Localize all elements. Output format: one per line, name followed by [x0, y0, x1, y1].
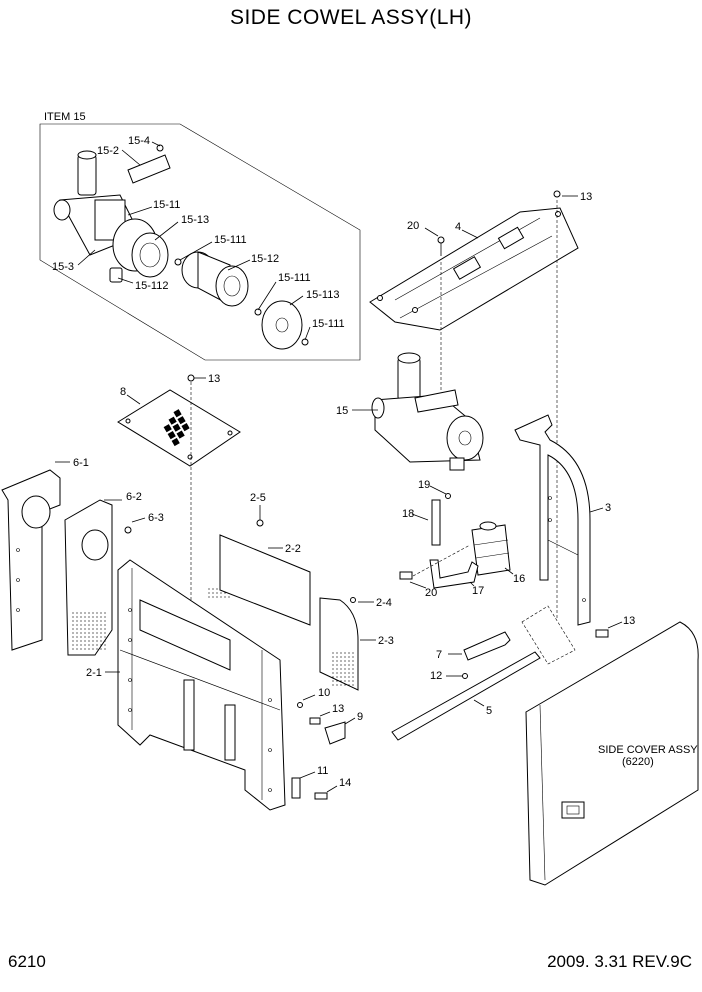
- callout-5: 5: [486, 705, 492, 717]
- callout-16: 16: [513, 573, 525, 585]
- callout-9: 9: [357, 711, 363, 723]
- panel-2-1: [117, 559, 286, 811]
- side-cover-ref: (6220): [622, 756, 654, 768]
- callout-20-b: 20: [425, 587, 437, 599]
- revision-date: 2009. 3.31 REV.9C: [547, 952, 692, 971]
- callout-11: 11: [317, 765, 328, 777]
- callout-20-a: 20: [407, 220, 419, 232]
- side-cover-title: SIDE COVER ASSY: [598, 744, 698, 756]
- callout-8: 8: [120, 386, 126, 398]
- side-cover-assy: SIDE COVER ASSY (6220): [525, 621, 699, 886]
- callout-19: 19: [418, 479, 430, 491]
- callout-7: 7: [436, 649, 442, 661]
- panel-2-2: [219, 534, 311, 626]
- callout-15-13: 15-13: [181, 214, 209, 226]
- inset-bracket: [127, 154, 171, 184]
- inset-cap: [109, 267, 123, 283]
- callout-3: 3: [605, 502, 611, 514]
- callout-2-5: 2-5: [250, 492, 266, 504]
- panel-6-2: [64, 499, 113, 656]
- callout-13-c: 13: [623, 615, 635, 627]
- callout-13-a: 13: [580, 191, 592, 203]
- callout-15-12: 15-12: [251, 253, 279, 265]
- callout-15-111-c: 15-111: [312, 318, 345, 330]
- page-title: SIDE COWEL ASSY(LH): [229, 6, 473, 29]
- bracket-4: [369, 207, 579, 331]
- callout-2-3: 2-3: [378, 635, 394, 647]
- callout-15-2: 15-2: [97, 145, 119, 157]
- callout-13-d: 13: [332, 703, 344, 715]
- tank-16: [471, 521, 511, 576]
- callout-15-113: 15-113: [306, 289, 339, 301]
- callout-2-4: 2-4: [376, 597, 392, 609]
- callout-14: 14: [339, 777, 351, 789]
- callout-15-11: 15-11: [153, 199, 180, 211]
- callout-15-111-a: 15-111: [214, 234, 247, 246]
- callout-15-111-b: 15-111: [278, 272, 311, 284]
- callout-18: 18: [402, 508, 414, 520]
- inset-end-cover: [261, 300, 303, 350]
- pipe-17: [429, 559, 479, 589]
- item-15-inset: ITEM 15: [39, 111, 361, 361]
- strip-5: [391, 651, 541, 741]
- callout-2-2: 2-2: [285, 543, 301, 555]
- air-cleaner-15: [371, 352, 484, 471]
- inset-filter-element: [181, 251, 249, 307]
- callout-15-112: 15-112: [135, 280, 168, 292]
- callout-6-2: 6-2: [126, 491, 142, 503]
- callout-15-4: 15-4: [128, 135, 150, 147]
- panel-6-1: [1, 469, 61, 651]
- pipe-18: [431, 499, 441, 546]
- callout-17: 17: [472, 585, 484, 597]
- callout-15: 15: [336, 405, 348, 417]
- handle-7: [463, 631, 511, 661]
- plate-8: [117, 389, 241, 467]
- callout-15-3: 15-3: [52, 261, 74, 273]
- callout-4: 4: [455, 221, 461, 233]
- bracket-3: [514, 414, 591, 626]
- callout-10: 10: [318, 687, 330, 699]
- callout-6-3: 6-3: [148, 512, 164, 524]
- inset-label: ITEM 15: [44, 111, 86, 123]
- callout-2-1: 2-1: [86, 667, 102, 679]
- callout-13-b: 13: [208, 373, 220, 385]
- callout-6-1: 6-1: [73, 457, 89, 469]
- callout-12: 12: [430, 670, 442, 682]
- panel-2-3: [319, 597, 359, 691]
- page-number: 6210: [8, 952, 46, 971]
- inset-air-cleaner: [53, 150, 169, 278]
